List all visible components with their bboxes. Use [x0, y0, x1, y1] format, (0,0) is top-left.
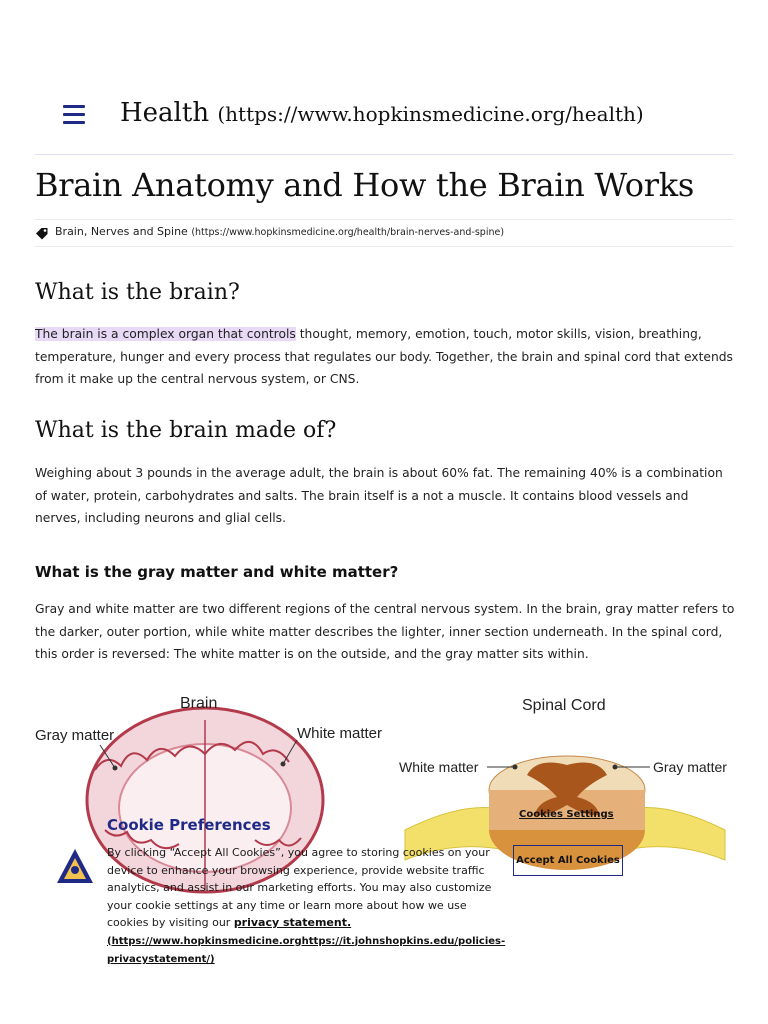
hopkins-shield-logo — [57, 849, 93, 883]
cookie-preferences-title: Cookie Preferences — [107, 816, 271, 834]
heading-what-is-brain: What is the brain? — [35, 280, 240, 305]
page-title: Brain Anatomy and How the Brain Works — [35, 166, 694, 204]
brain-white-matter-label: White matter — [297, 725, 382, 742]
heading-gray-white-matter: What is the gray matter and white matter… — [35, 563, 399, 581]
site-title-label: Health — [120, 98, 210, 128]
brain-illustration — [85, 706, 325, 894]
cookie-body-text: By clicking “Accept All Cookies”, you ag… — [107, 846, 492, 929]
brain-gray-matter-label: Gray matter — [35, 727, 114, 744]
brain-title-label: Brain — [180, 695, 217, 712]
cord-white-matter-label: White matter — [399, 759, 479, 775]
privacy-statement-url[interactable]: (https://www.hopkinsmedicine.orghttps://… — [107, 935, 506, 966]
site-url: (https://www.hopkinsmedicine.org/health) — [217, 102, 644, 126]
tag-icon — [36, 228, 48, 240]
tag-label[interactable]: Brain, Nerves and Spine — [55, 225, 188, 238]
spinal-cord-illustration — [404, 755, 726, 870]
site-header: Health (https://www.hopkinsmedicine.org/… — [35, 96, 733, 155]
cookies-settings-link[interactable]: Cookies Settings — [519, 809, 614, 820]
topic-tag[interactable]: Brain, Nerves and Spine (https://www.hop… — [35, 219, 733, 247]
tag-url: (https://www.hopkinsmedicine.org/health/… — [191, 227, 505, 238]
paragraph-what-is-brain: The brain is a complex organ that contro… — [35, 323, 735, 391]
paragraph-brain-made-of: Weighing about 3 pounds in the average a… — [35, 466, 723, 525]
privacy-statement-link[interactable]: privacy statement. — [233, 916, 352, 929]
accept-all-cookies-button[interactable]: Accept All Cookies — [513, 845, 623, 876]
paragraph-gray-white-matter: Gray and white matter are two different … — [35, 602, 735, 661]
brain-spinal-cord-figure: Brain Gray matter White matter Spinal Co… — [35, 690, 733, 900]
heading-brain-made-of: What is the brain made of? — [35, 418, 337, 443]
paragraph-body: thought, memory, emotion, touch, motor s… — [35, 327, 733, 386]
cookie-description: By clicking “Accept All Cookies”, you ag… — [107, 844, 505, 969]
highlighted-text: The brain is a complex organ that contro… — [35, 327, 296, 341]
site-title-link[interactable]: Health (https://www.hopkinsmedicine.org/… — [120, 98, 644, 128]
menu-icon[interactable] — [63, 105, 85, 125]
cord-gray-matter-label: Gray matter — [653, 759, 727, 775]
spinal-cord-title-label: Spinal Cord — [522, 697, 606, 714]
